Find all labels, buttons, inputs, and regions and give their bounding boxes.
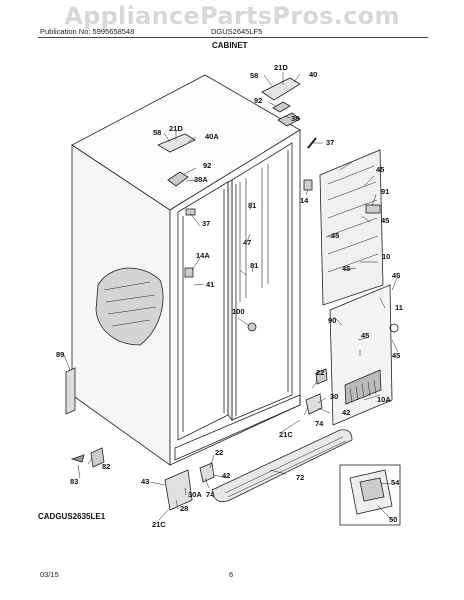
callout: 45 (381, 216, 389, 225)
watermark: AppliancePartsPros.com (64, 2, 400, 30)
callout: 14A (196, 251, 210, 260)
callout: 58 (250, 71, 258, 80)
callout: 45 (376, 165, 384, 174)
callout: 11 (395, 303, 403, 312)
callout: 45 (392, 351, 400, 360)
callout: 21D (169, 124, 183, 133)
callout: 92 (203, 161, 211, 170)
callout: 21C (279, 430, 293, 439)
callout: 83 (70, 477, 78, 486)
callout: 45 (342, 264, 350, 273)
mullion (227, 179, 233, 422)
callout: 58 (153, 128, 161, 137)
publication-number: Publication No: 5995658548 (40, 27, 135, 36)
callout: 10A (377, 395, 391, 404)
callout: 38A (194, 175, 208, 184)
callout: 22 (215, 448, 223, 457)
side-panel-89 (65, 367, 76, 415)
header-rule (38, 37, 428, 38)
callout: 100 (232, 307, 245, 316)
callout: 81 (248, 201, 256, 210)
footer-date: 03/15 (40, 570, 59, 579)
callout: 45 (361, 331, 369, 340)
callout: 74 (206, 490, 215, 499)
callout: 82 (102, 462, 110, 471)
callout: 21C (152, 520, 166, 529)
callout: 41 (206, 280, 214, 289)
callout: 42 (222, 471, 230, 480)
callout: 50 (389, 515, 397, 524)
diagram-code: CADGUS2635LE1 (38, 512, 106, 521)
callout: 45 (331, 231, 339, 240)
callout: 21D (274, 63, 288, 72)
model-number: DGUS2645LF5 (211, 27, 263, 36)
callout: 47 (243, 238, 251, 247)
callout: 74 (315, 419, 324, 428)
callout: 40 (309, 70, 317, 79)
callout: 89 (56, 350, 64, 359)
callout: 30 (330, 392, 338, 401)
callout: 10 (382, 252, 390, 261)
callout: 22 (316, 368, 324, 377)
callout: 38 (291, 114, 299, 123)
callout: 72 (296, 473, 304, 482)
callout: 37 (326, 138, 334, 147)
bottom-hinge (164, 469, 193, 511)
callout: 92 (254, 96, 262, 105)
parts-kit-box (339, 464, 401, 526)
callout: 37 (202, 219, 210, 228)
callout: 28 (180, 504, 188, 513)
callout-labels: 58 21D 40 92 38 37 58 21D 40A 92 38A 37 … (56, 63, 403, 529)
callout: 43 (141, 477, 149, 486)
callout: 30A (188, 490, 202, 499)
callout: 14 (300, 196, 309, 205)
callout: 81 (250, 261, 258, 270)
callout: 42 (342, 408, 350, 417)
callout: 90 (328, 316, 336, 325)
section-title: CABINET (212, 41, 248, 50)
page-number: 6 (229, 570, 234, 579)
callout: 40A (205, 132, 219, 141)
callout: 45 (392, 271, 400, 280)
callout: 54 (391, 478, 400, 487)
callout: 91 (381, 187, 389, 196)
top-hinge-right (261, 77, 301, 101)
toe-grille (211, 429, 353, 503)
leveling-leg (90, 447, 105, 468)
machine-compartment-10a (329, 284, 393, 426)
